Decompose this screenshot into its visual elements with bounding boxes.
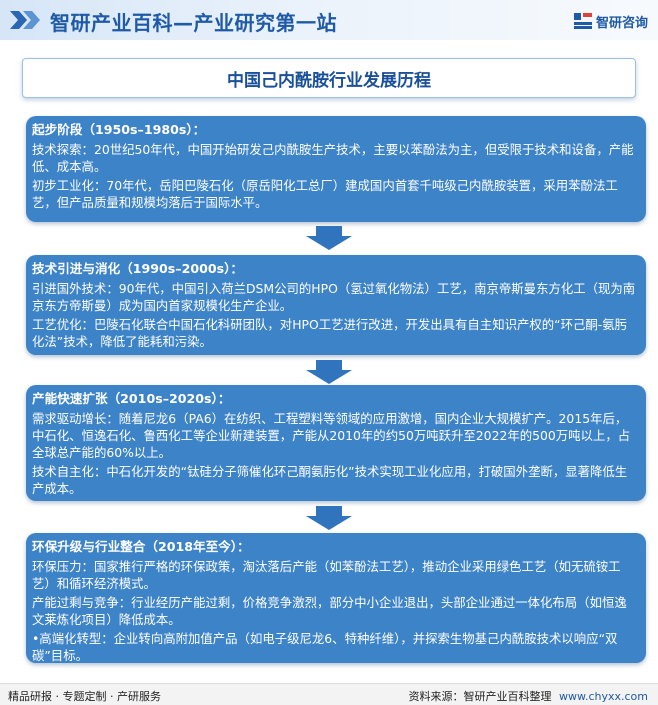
- brand-logo-icon: [573, 13, 592, 29]
- stage-title: 起步阶段（1950s–1980s）：: [32, 122, 206, 137]
- banner-title: 智研产业百科—产业研究第一站: [50, 11, 337, 35]
- brand-name: 智研咨询: [595, 15, 648, 31]
- stage-paragraph: 产能过剩与竞争：行业经历产能过剩，价格竞争激烈，部分中小企业退出，头部企业通过一…: [32, 595, 627, 627]
- stage-paragraph: 初步工业化：70年代，岳阳巴陵石化（原岳阳化工总厂）建成国内首套千吨级己内酰胺装…: [32, 178, 618, 210]
- stage-card-2: 技术引进与消化（1990s–2000s）： 引进国外技术：90年代，中国引入荷兰…: [26, 255, 646, 355]
- stage-paragraph: 需求驱动增长：随着尼龙6（PA6）在纺织、工程塑料等领域的应用激增，国内企业大规…: [32, 411, 631, 460]
- stage-paragraph: 引进国外技术：90年代，中国引入荷兰DSM公司的HPO（氢过氧化物法）工艺，南京…: [32, 281, 636, 313]
- footer-services: 精品研报 · 专题定制 · 产研服务: [8, 690, 161, 703]
- page-title: 中国己内酰胺行业发展历程: [227, 70, 431, 91]
- source-label: 资料来源：智研产业百科整理: [408, 690, 552, 703]
- down-arrow-icon: [306, 506, 352, 530]
- stage-paragraph: 环保压力：国家推行严格的环保政策，淘汰落后产能（如苯酚法工艺），推动企业采用绿色…: [32, 559, 621, 591]
- page-title-box: 中国己内酰胺行业发展历程: [22, 58, 636, 98]
- stage-card-4: 环保升级与行业整合（2018年至今）： 环保压力：国家推行严格的环保政策，淘汰落…: [26, 533, 646, 663]
- stage-paragraph: 技术探索：20世纪50年代，中国开始研发己内酰胺生产技术，主要以苯酚法为主，但受…: [32, 142, 634, 174]
- down-arrow-icon: [306, 360, 352, 384]
- top-banner: 智研产业百科—产业研究第一站 智研咨询: [0, 0, 658, 40]
- stage-title: 产能快速扩张（2010s–2020s）：: [32, 391, 231, 406]
- stage-paragraph: 工艺优化：巴陵石化联合中国石化科研团队，对HPO工艺进行改进，开发出具有自主知识…: [32, 317, 628, 349]
- brand-logo-group[interactable]: 智研咨询: [573, 11, 648, 31]
- stage-card-3: 产能快速扩张（2010s–2020s）： 需求驱动增长：随着尼龙6（PA6）在纺…: [26, 385, 646, 501]
- stage-paragraph: •高端化转型：企业转向高附加值产品（如电子级尼龙6、特种纤维），并探索生物基己内…: [32, 631, 618, 663]
- footer-bar: 精品研报 · 专题定制 · 产研服务 资料来源：智研产业百科整理 www.chy…: [0, 683, 658, 705]
- stage-paragraph: 技术自主化：中石化开发的“钛硅分子筛催化环己酮氨肟化”技术实现工业化应用，打破国…: [32, 464, 628, 496]
- stage-card-1: 起步阶段（1950s–1980s）： 技术探索：20世纪50年代，中国开始研发己…: [26, 116, 646, 222]
- stage-title: 技术引进与消化（1990s–2000s）：: [32, 261, 244, 276]
- stage-title: 环保升级与行业整合（2018年至今）：: [32, 539, 250, 554]
- down-arrow-icon: [306, 226, 352, 250]
- site-url-link[interactable]: www.chyxx.com: [558, 690, 648, 703]
- double-chevron-icon: [10, 11, 40, 29]
- footer-source: 资料来源：智研产业百科整理 www.chyxx.com: [408, 688, 648, 704]
